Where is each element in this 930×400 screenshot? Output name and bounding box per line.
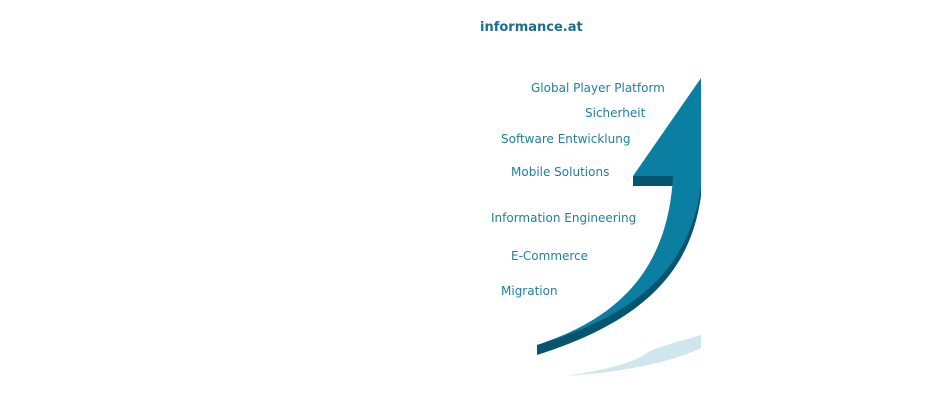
brand-title: informance.at — [480, 20, 583, 35]
arrow-face — [537, 78, 701, 345]
arrow-reflection — [565, 335, 701, 376]
